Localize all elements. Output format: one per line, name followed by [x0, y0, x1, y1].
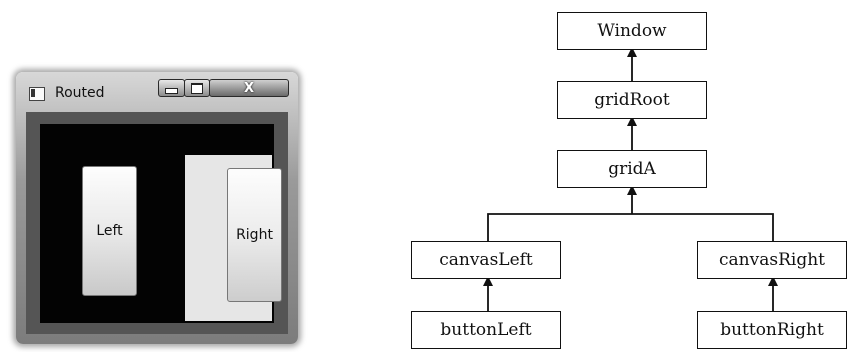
close-button[interactable]: X [209, 79, 289, 97]
edge-canvases-bracket [487, 213, 774, 241]
maximize-icon [191, 82, 203, 94]
node-canvas-right: canvasRight [697, 241, 847, 279]
right-button-label: Right [236, 227, 273, 243]
routed-window: Routed X Left Right [16, 72, 298, 344]
node-grid-a: gridA [557, 150, 707, 188]
node-canvas-left: canvasLeft [411, 241, 561, 279]
grid-a-area: Left Right [40, 124, 282, 323]
left-button[interactable]: Left [82, 166, 137, 296]
node-window: Window [557, 12, 707, 50]
left-button-label: Left [96, 223, 123, 239]
minimize-icon [165, 87, 178, 94]
right-button[interactable]: Right [227, 168, 282, 302]
close-icon: X [243, 80, 255, 96]
node-grid-root: gridRoot [557, 81, 707, 119]
node-button-left: buttonLeft [411, 311, 561, 349]
canvas-right-area: Right [185, 155, 282, 321]
grid-root-area: Left Right [26, 112, 288, 334]
node-button-right: buttonRight [697, 311, 847, 349]
window-title: Routed [55, 85, 105, 101]
app-icon [29, 87, 45, 101]
